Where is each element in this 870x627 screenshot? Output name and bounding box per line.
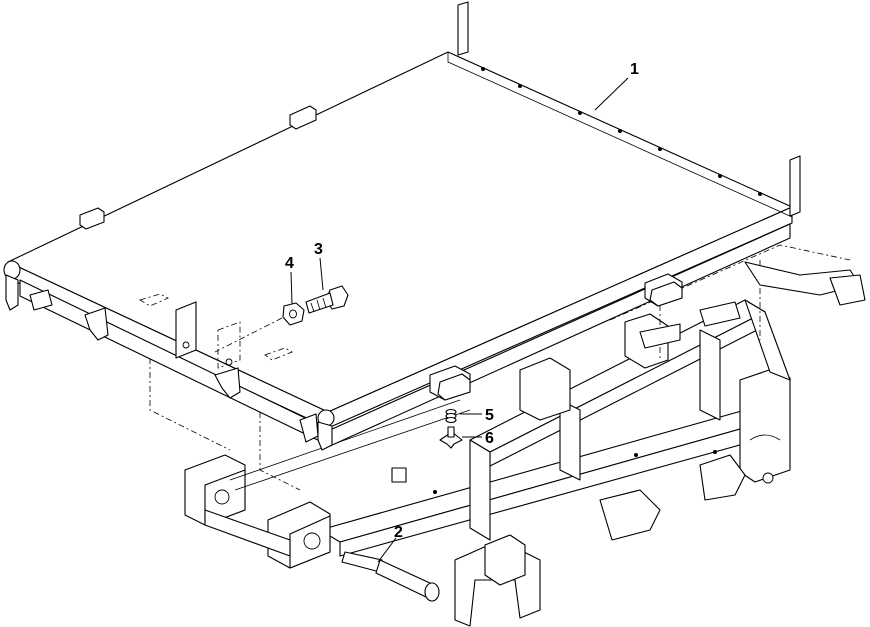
callout-3: 3 bbox=[314, 241, 323, 258]
callout-labels: 1 2 3 4 5 6 bbox=[285, 61, 639, 541]
callout-6: 6 bbox=[485, 430, 494, 447]
pin-part-2 bbox=[341, 551, 440, 602]
platform-part-1 bbox=[3, 1, 801, 451]
callout-2: 2 bbox=[394, 524, 403, 541]
callout-4: 4 bbox=[285, 255, 294, 272]
spring-part-5 bbox=[445, 408, 457, 424]
nut-part-4 bbox=[282, 302, 305, 326]
callout-1: 1 bbox=[630, 61, 639, 78]
wing-bolt-part-6 bbox=[439, 426, 463, 449]
callout-5: 5 bbox=[485, 407, 494, 424]
leader-lines bbox=[290, 77, 629, 563]
bolt-part-3 bbox=[305, 285, 349, 314]
base-frame bbox=[149, 199, 866, 627]
